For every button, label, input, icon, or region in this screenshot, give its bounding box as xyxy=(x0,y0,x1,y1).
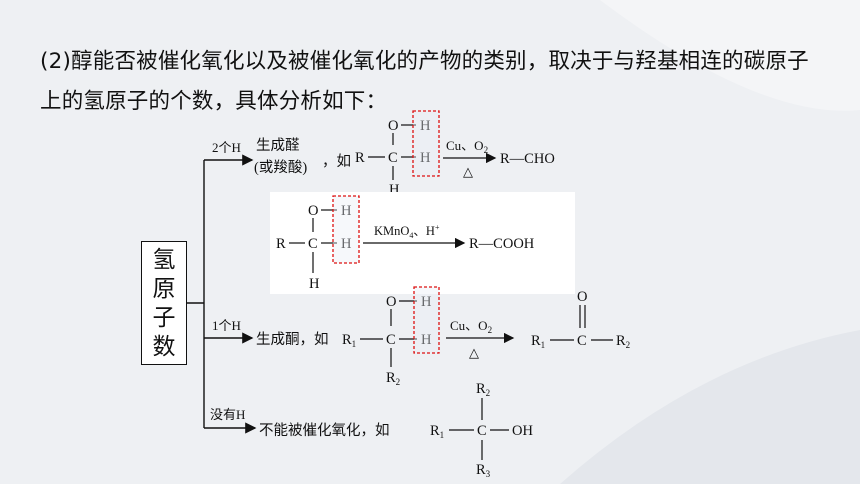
result-not-oxidized: 不能被催化氧化，如 xyxy=(259,422,390,439)
condition-one-h: 1个H xyxy=(212,318,241,333)
label-char: 氢 xyxy=(152,247,176,273)
svg-text:O: O xyxy=(308,203,318,219)
heat-symbol-2: △ xyxy=(469,345,479,360)
result-aldehyde: 生成醛 xyxy=(256,137,300,154)
result-ketone: 生成酮，如 xyxy=(256,331,329,348)
svg-text:R: R xyxy=(355,150,365,166)
svg-text:O: O xyxy=(388,118,398,134)
svg-text:R1: R1 xyxy=(342,332,356,349)
result-carboxylic: (或羧酸) xyxy=(254,158,307,176)
highlight-h-box-3 xyxy=(413,286,440,354)
example-prefix: ，如 xyxy=(322,153,351,170)
hydrogen-count-label: 氢 原 子 数 xyxy=(141,241,187,365)
tertiary-alcohol-structure: R2 R1 C OH R3 xyxy=(430,381,533,479)
label-char: 原 xyxy=(152,276,176,302)
reagent-kmno4: KMnO4、H+ xyxy=(374,223,440,240)
condition-no-h: 没有H xyxy=(210,407,245,422)
svg-text:R2: R2 xyxy=(386,370,400,387)
svg-text:C: C xyxy=(477,423,487,439)
svg-text:OH: OH xyxy=(512,423,533,439)
product-aldehyde: R—CHO xyxy=(500,151,555,167)
svg-text:C: C xyxy=(386,332,396,348)
svg-text:O: O xyxy=(386,294,396,310)
svg-text:R1: R1 xyxy=(531,333,545,350)
svg-text:H: H xyxy=(420,150,431,166)
tree-connectors xyxy=(187,154,257,434)
svg-text:R1: R1 xyxy=(430,423,444,440)
svg-text:C: C xyxy=(308,236,318,252)
highlight-h-box-2 xyxy=(332,195,360,264)
svg-text:R: R xyxy=(276,236,286,252)
svg-text:H: H xyxy=(309,276,320,292)
svg-text:C: C xyxy=(388,150,398,166)
secondary-alcohol-structure: O H R1 C H R2 xyxy=(342,294,432,387)
condition-two-h: 2个H xyxy=(212,140,241,155)
label-char: 子 xyxy=(152,305,176,331)
svg-text:R2: R2 xyxy=(476,381,490,398)
reagent-cu-o2: Cu、O2 xyxy=(446,138,488,155)
svg-text:H: H xyxy=(421,294,432,310)
svg-text:C: C xyxy=(577,333,587,349)
svg-text:H: H xyxy=(420,118,431,134)
ketone-structure: O R1 C R2 xyxy=(531,289,630,350)
svg-text:O: O xyxy=(577,289,587,305)
heat-symbol: △ xyxy=(463,164,473,179)
reagent-cu-o2-2: Cu、O2 xyxy=(450,318,492,335)
primary-alcohol-structure-2: O H R C H H xyxy=(276,203,352,292)
primary-alcohol-structure: O H R C H H xyxy=(355,118,431,198)
label-char: 数 xyxy=(152,334,176,360)
svg-text:H: H xyxy=(341,236,352,252)
svg-text:R3: R3 xyxy=(476,462,491,479)
svg-text:H: H xyxy=(341,203,352,219)
intro-paragraph: (2)醇能否被催化氧化以及被催化氧化的产物的类别，取决于与羟基相连的碳原子上的氢… xyxy=(40,49,809,114)
highlight-h-box xyxy=(412,110,440,177)
svg-text:H: H xyxy=(421,332,432,348)
product-carboxylic-acid: R—COOH xyxy=(469,236,535,252)
svg-text:R2: R2 xyxy=(616,333,630,350)
svg-text:H: H xyxy=(389,182,400,198)
